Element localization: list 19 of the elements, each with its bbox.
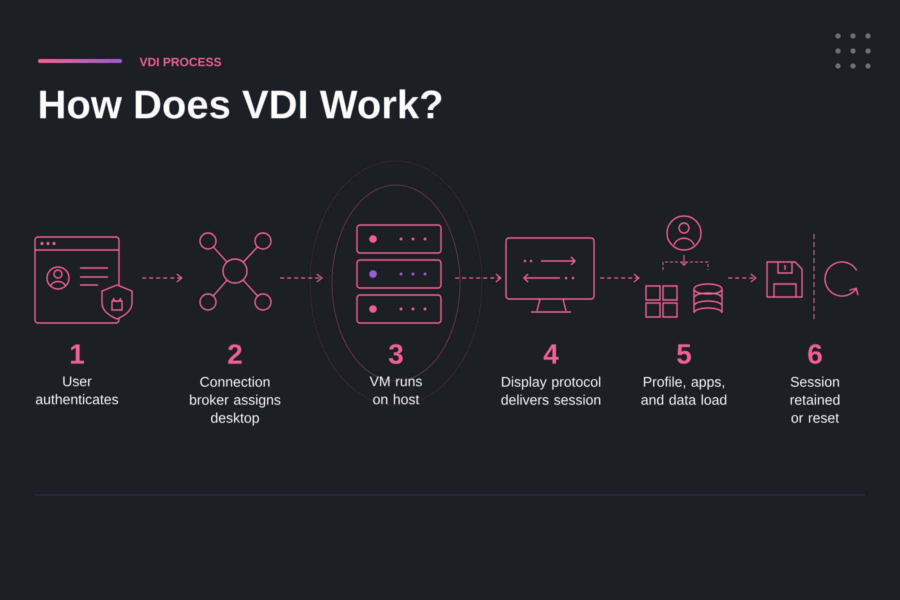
step-label: Connection broker assigns desktop	[190, 376, 280, 426]
step-label: Profile, apps, and data load	[641, 376, 726, 405]
step-label: Display protocol delivers session	[501, 376, 600, 405]
title: How Does VDI Work?	[40, 89, 442, 119]
arrow	[600, 274, 640, 282]
step-label: VM runs on host	[370, 376, 422, 404]
section-label: VDI PROCESS	[140, 58, 222, 66]
step-label: User authenticates	[36, 376, 118, 404]
step-number: 4	[544, 344, 559, 364]
step-number: 3	[388, 344, 403, 364]
step-number: 1	[70, 344, 84, 364]
arrow	[728, 274, 757, 282]
arrow	[455, 274, 502, 282]
arrow	[280, 274, 323, 282]
step-number: 5	[677, 344, 691, 364]
step-number: 2	[228, 344, 242, 364]
arrow	[142, 274, 183, 282]
step-label: Session retained or reset	[790, 376, 840, 423]
step-number: 6	[808, 344, 822, 364]
